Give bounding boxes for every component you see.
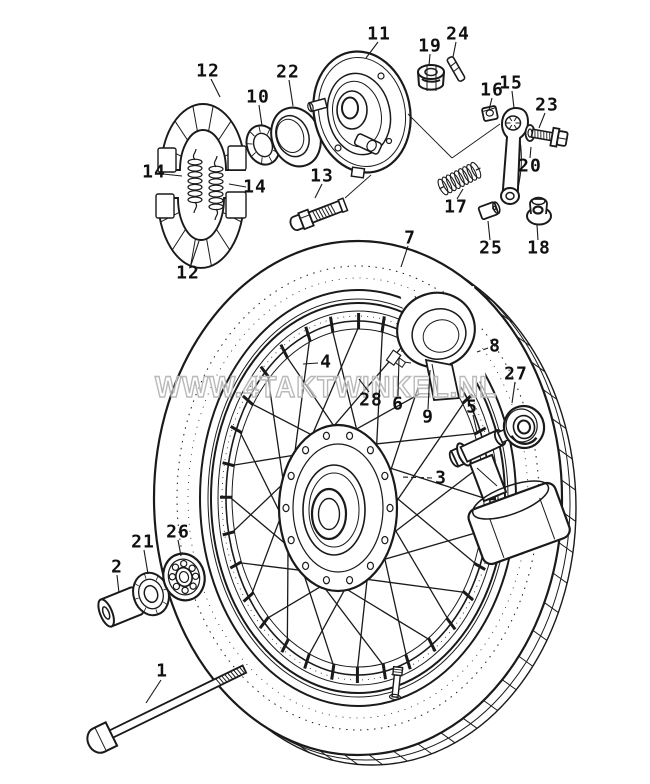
- leader-line-3: [401, 476, 433, 479]
- part-label-5: 5: [466, 397, 478, 418]
- hub: [277, 423, 399, 593]
- bead-clamp: [385, 349, 407, 369]
- watermark: WWW.4TAKTWINKEL.NL: [155, 371, 497, 404]
- panel-stud: [307, 97, 329, 113]
- brake-cam: [353, 133, 383, 155]
- leader-line-14: [162, 173, 183, 177]
- part-label-6: 6: [392, 394, 404, 415]
- side-bearing: [502, 404, 546, 450]
- leader-line-20: [529, 146, 532, 159]
- part-label-24: 24: [446, 24, 470, 45]
- part-label-1: 1: [156, 661, 168, 682]
- leader-line-16: [488, 97, 493, 111]
- rim-band-flap: [424, 358, 461, 401]
- leader-line-7: [400, 245, 409, 268]
- leader-line-26: [177, 539, 182, 557]
- brake-shoe-lower: [155, 191, 247, 269]
- spokes: [229, 326, 487, 670]
- part-label-17: 17: [444, 197, 468, 218]
- part-label-19: 19: [418, 36, 442, 57]
- leader-line-5: [472, 414, 478, 433]
- part-label-11: 11: [367, 24, 391, 45]
- part-label-10: 10: [246, 87, 270, 108]
- brake-shoe-upper: [157, 103, 247, 173]
- flange-nut: [526, 196, 552, 226]
- arm-bolt: [530, 126, 569, 148]
- part-label-23: 23: [535, 95, 559, 116]
- leader-line-28: [358, 378, 370, 393]
- part-label-14: 14: [142, 162, 166, 183]
- part-label-15: 15: [499, 73, 523, 94]
- leader-line-17: [456, 188, 464, 200]
- spline-hole: [506, 117, 520, 129]
- part-label-26: 26: [166, 522, 190, 543]
- stopper-bolt: [289, 197, 349, 231]
- ball-bearing: [162, 552, 206, 602]
- part-label-25: 25: [479, 238, 503, 259]
- leader-line-10: [258, 104, 263, 127]
- leader-line-12: [190, 240, 200, 266]
- part-label-2: 2: [111, 557, 123, 578]
- part-label-18: 18: [527, 238, 551, 259]
- fork-leg: [467, 453, 571, 566]
- tire-cutaway: [385, 286, 486, 401]
- leader-line-18: [536, 224, 539, 241]
- front-axle: [86, 664, 248, 754]
- cotter-pin: [446, 56, 466, 82]
- brake-panel: [307, 50, 412, 179]
- part-label-20: 20: [518, 156, 542, 177]
- leader-line-23: [538, 112, 546, 129]
- part-label-12: 12: [196, 61, 220, 82]
- leader-line-25: [487, 220, 491, 241]
- oil-seal: [132, 571, 170, 617]
- leader-line-15: [511, 90, 515, 109]
- leader-line-14: [228, 183, 247, 188]
- leader-line-27: [511, 381, 516, 404]
- valve-stem: [388, 665, 404, 701]
- leader-line-9: [427, 369, 431, 410]
- arm-nut: [481, 105, 499, 122]
- part-label-16: 16: [480, 80, 504, 101]
- part-label-13: 13: [310, 166, 334, 187]
- part-label-22: 22: [276, 62, 300, 83]
- leader-line-4: [302, 362, 319, 365]
- leader-line-24: [452, 41, 457, 58]
- brake-rod-spring: [437, 161, 482, 196]
- side-collar-bolt: [448, 428, 510, 468]
- shoe-spring-right: [208, 155, 224, 221]
- axle-nut: [417, 64, 445, 91]
- part-label-8: 8: [489, 336, 501, 357]
- part-label-27: 27: [504, 364, 528, 385]
- part-label-3: 3: [435, 468, 447, 489]
- leader-line-2: [116, 574, 120, 594]
- leader-line-13: [314, 183, 323, 199]
- leader-line-21: [143, 549, 149, 575]
- part-label-4: 4: [320, 352, 332, 373]
- part-label-9: 9: [422, 407, 434, 428]
- part-label-12: 12: [176, 263, 200, 284]
- shoe-spring-left: [187, 148, 203, 214]
- hub-flange-holes: [282, 431, 394, 585]
- joint-pin: [477, 201, 501, 221]
- leader-line-11: [365, 41, 379, 59]
- part-label-7: 7: [404, 228, 416, 249]
- part-label-14: 14: [243, 177, 267, 198]
- leader-line-8: [476, 347, 489, 353]
- part-label-28: 28: [359, 390, 383, 411]
- leader-line-1: [145, 679, 162, 704]
- leader-line-6: [397, 357, 400, 397]
- part-label-21: 21: [131, 532, 155, 553]
- construction-lines: [344, 113, 501, 199]
- leader-line-19: [428, 53, 431, 67]
- brake-arm: [500, 106, 530, 205]
- leader-line-22: [288, 79, 294, 107]
- leader-line-12: [210, 78, 221, 98]
